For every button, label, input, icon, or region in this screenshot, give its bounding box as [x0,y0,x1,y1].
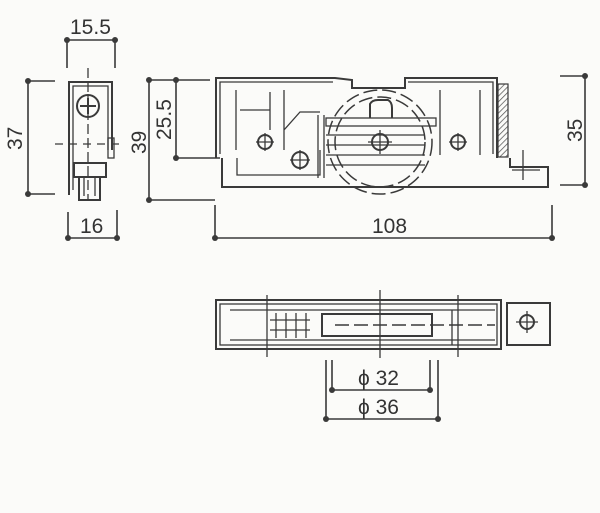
crosshair-icon [512,150,540,180]
dim-label: 37 [4,127,27,150]
dim-label: ϕ 36 [358,396,399,419]
screw-icon [256,133,274,151]
dim-label: 39 [128,131,151,154]
front-view [215,77,549,195]
wheel-inner [334,96,426,188]
dim-axle-height: 25.5 [153,77,220,161]
dim-overall-height: 39 [128,77,215,203]
dim-overall-length: 108 [212,205,555,241]
dim-label: 35 [564,119,587,142]
dim-label: 108 [372,215,407,238]
dim-label: 16 [80,215,103,238]
hatched-block [497,83,509,158]
dim-right-height: 35 [560,73,588,188]
bottom-view [215,290,551,358]
dim-label: ϕ 32 [358,367,399,390]
screw-icon [449,133,467,151]
dim-side-width-bottom: 16 [65,210,120,241]
dim-wheel-inner: ϕ 32 [329,360,433,393]
screw-icon [290,150,310,170]
dim-wheel-outer: ϕ 36 [323,360,441,422]
dim-side-height: 37 [4,78,55,197]
dim-label: 25.5 [153,99,176,140]
side-view [55,68,125,201]
dim-label: 15.5 [70,16,111,39]
wheel-outer [327,89,433,195]
screw-icon [368,130,392,154]
dim-side-width-top: 15.5 [64,16,118,68]
